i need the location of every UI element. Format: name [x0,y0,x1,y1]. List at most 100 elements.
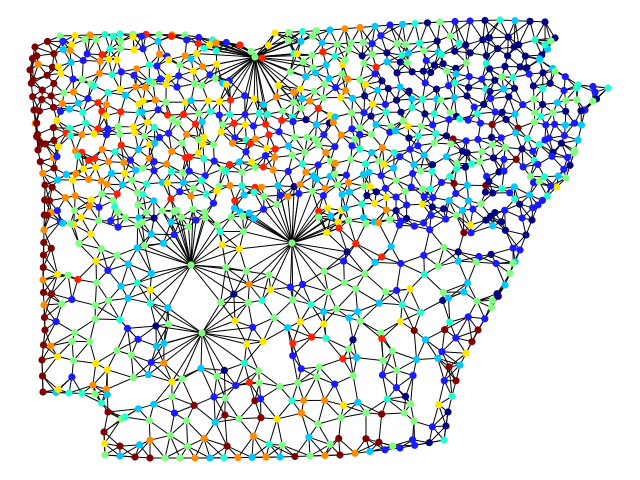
graph-edge [513,20,516,47]
graph-edge [42,274,69,281]
graph-edge [186,420,205,439]
graph-node [80,165,88,173]
graph-edge [238,418,254,437]
graph-node [255,367,263,375]
graph-edge [78,243,97,262]
graph-node [423,19,432,27]
graph-edge [375,261,401,264]
graph-node [129,374,137,382]
graph-node [234,454,242,462]
graph-node [131,129,139,137]
graph-node [291,452,299,461]
graph-node [481,188,490,196]
graph-node [353,354,361,362]
graph-node [164,73,172,81]
graph-node [451,79,459,87]
graph-edge [95,261,97,283]
graph-node [491,108,499,116]
graph-node [121,169,129,177]
graph-node [321,184,330,192]
graph-node [191,120,200,128]
graph-node [509,244,517,252]
graph-node [383,58,391,66]
graph-node [228,139,237,147]
graph-node [577,121,586,129]
graph-node [104,158,113,166]
graph-edge [243,231,293,244]
graph-node [519,163,527,171]
graph-edge [346,251,366,274]
graph-node [260,192,268,200]
graph-node [397,259,405,268]
graph-edge [245,242,293,272]
graph-edge [253,56,256,100]
graph-edge [201,320,236,334]
graph-node [421,336,429,344]
graph-node [40,301,48,309]
graph-node [134,335,142,343]
graph-edge [44,293,53,318]
graph-node [418,95,427,103]
graph-node [265,131,273,139]
graph-node [131,453,139,461]
graph-node [249,323,257,331]
graph-node [348,125,356,133]
graph-edge [201,332,218,377]
graph-edge [302,270,325,285]
graph-node [347,39,355,47]
graph-edge [324,400,342,419]
graph-node [39,251,48,259]
graph-node [177,213,185,221]
graph-node [429,194,437,202]
graph-node [129,123,137,131]
graph-node [85,156,93,164]
graph-node [523,134,532,142]
graph-node [389,442,397,450]
graph-node [150,400,158,408]
graph-node [205,41,214,49]
graph-node [297,409,306,417]
graph-node [187,97,195,105]
graph-node [284,142,292,150]
graph-node [222,263,230,271]
graph-node [372,121,380,129]
graph-edge [190,244,223,266]
graph-edge [381,338,384,361]
graph-edge [219,56,256,102]
graph-node [547,37,555,45]
graph-node [308,333,316,341]
graph-node [152,322,160,330]
graph-edge [137,247,192,266]
graph-edge [150,361,173,383]
graph-node [257,414,265,422]
graph-node [345,345,353,353]
graph-node [426,226,434,234]
graph-edge [318,358,344,368]
graph-edge [387,398,411,405]
graph-node [372,63,380,71]
graph-node [561,121,570,129]
graph-node [263,144,271,152]
graph-edge [173,211,192,266]
graph-node [444,408,452,416]
graph-node [560,165,568,173]
graph-node [498,184,506,193]
graph-edge [291,216,319,244]
graph-edge [187,445,211,459]
graph-node [362,160,370,168]
graph-node [353,308,362,316]
graph-node [386,128,394,136]
graph-node [504,33,512,41]
graph-node [278,441,286,449]
graph-edge [317,417,342,425]
graph-node [488,141,496,149]
graph-node [153,62,161,70]
graph-node [206,71,214,79]
graph-edge [94,282,97,306]
graph-edge [325,337,344,360]
graph-node [133,244,141,252]
graph-node [501,281,509,289]
graph-node [64,271,72,279]
graph-edge [136,247,152,274]
graph-node [271,153,279,161]
